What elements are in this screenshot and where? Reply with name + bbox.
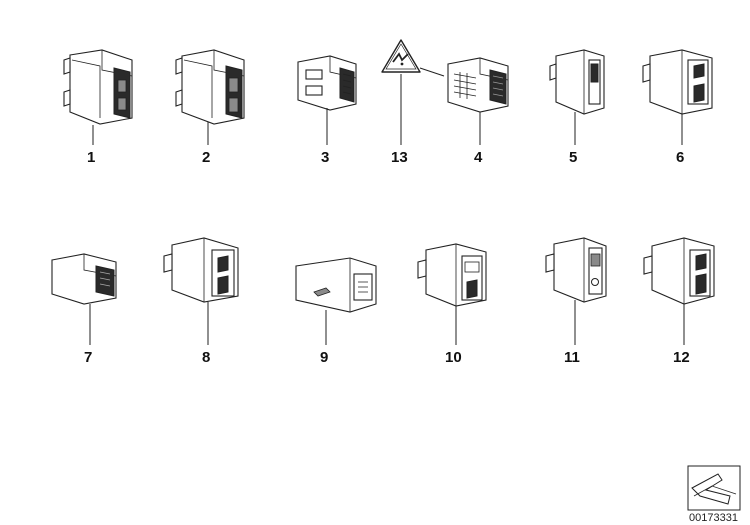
part-13-label: 13 [391,149,408,166]
part-3-switch[interactable] [297,55,357,111]
part-4-switch[interactable] [447,57,509,113]
part-6-label: 6 [676,149,684,166]
part-10-switch[interactable] [417,243,487,307]
part-5-label: 5 [569,149,577,166]
part-8-switch[interactable] [163,237,239,303]
hazard-triangle-icon [381,39,421,73]
part-3-label: 3 [321,149,329,166]
part-1-label: 1 [87,149,95,166]
part-12-switch[interactable] [643,237,715,305]
part-12-label: 12 [673,349,690,366]
part-9-label: 9 [320,349,328,366]
part-10-label: 10 [445,349,462,366]
part-1-switch[interactable] [63,49,133,125]
part-9-switch[interactable] [295,257,377,313]
part-11-label: 11 [564,349,580,366]
part-4-label: 4 [474,149,483,166]
part-7-label: 7 [84,349,92,366]
part-2-switch[interactable] [175,49,245,125]
part-2-label: 2 [202,149,210,166]
arrow-icon [687,465,741,511]
reference-number: 00173331 [689,512,738,524]
part-7-switch[interactable] [51,253,117,305]
part-5-switch[interactable] [549,49,605,115]
part-8-label: 8 [202,349,210,366]
part-6-switch[interactable] [642,49,713,115]
part-11-switch[interactable] [545,237,607,303]
part-13-to-4-leader [419,67,445,77]
